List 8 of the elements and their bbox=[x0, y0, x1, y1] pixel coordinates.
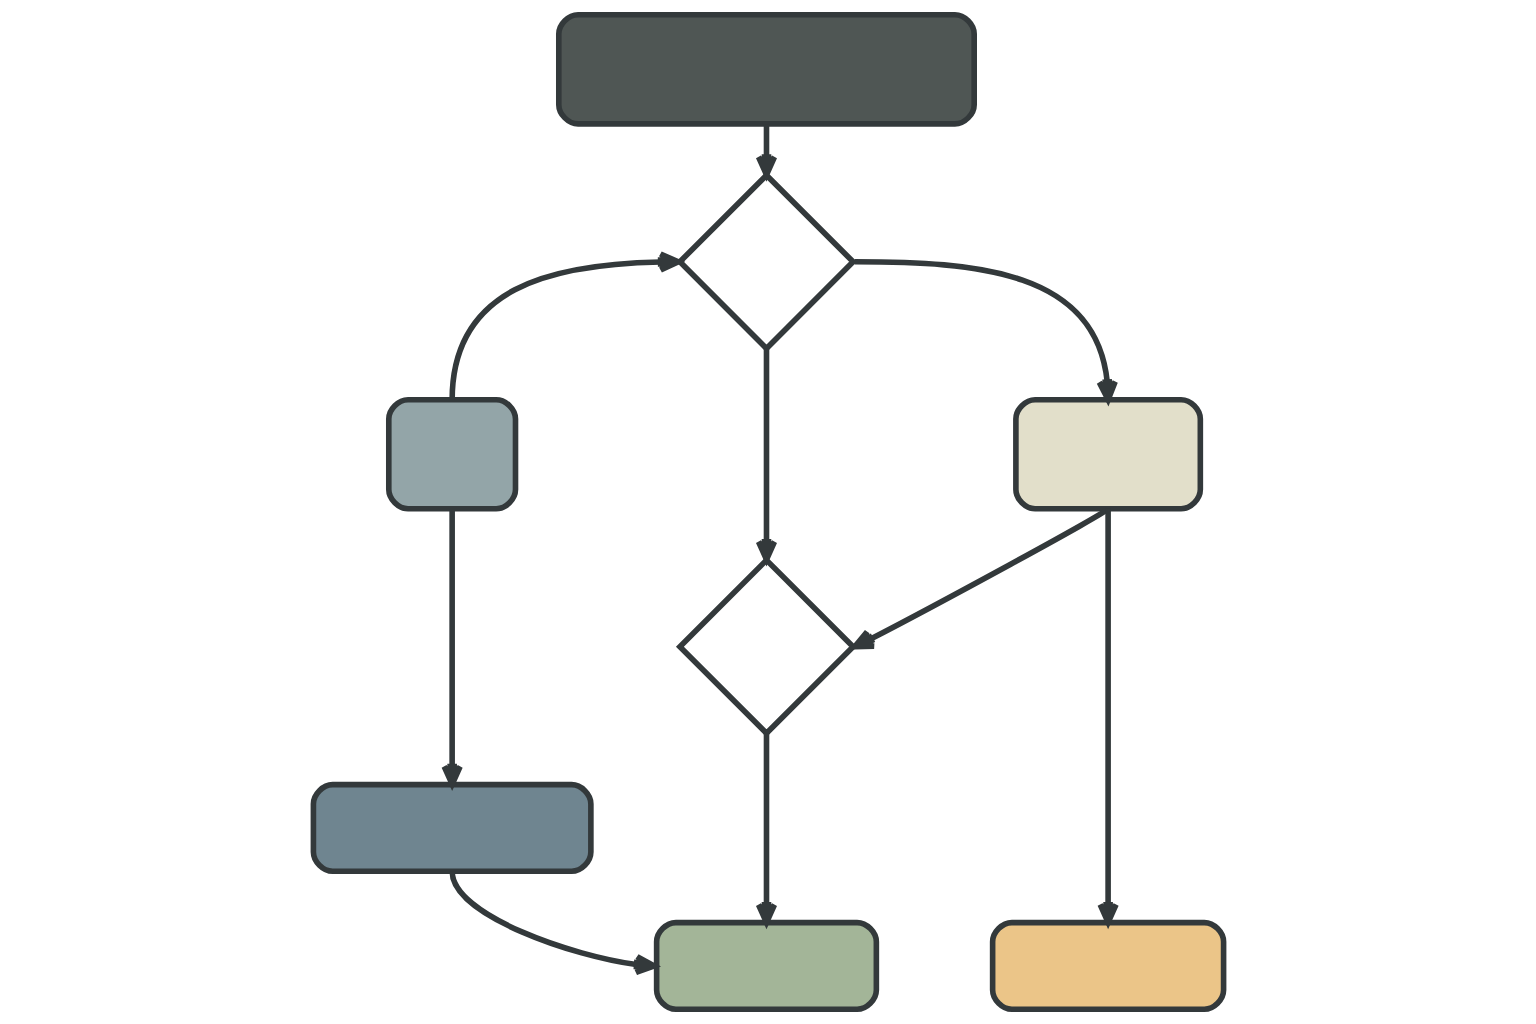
node-box bbox=[555, 12, 977, 127]
node-box bbox=[385, 396, 518, 512]
node-box bbox=[1012, 396, 1203, 512]
arrow bbox=[440, 508, 463, 788]
node-box bbox=[653, 919, 879, 1012]
node-box bbox=[989, 919, 1226, 1012]
arrow bbox=[755, 733, 777, 926]
node-box bbox=[310, 781, 594, 875]
